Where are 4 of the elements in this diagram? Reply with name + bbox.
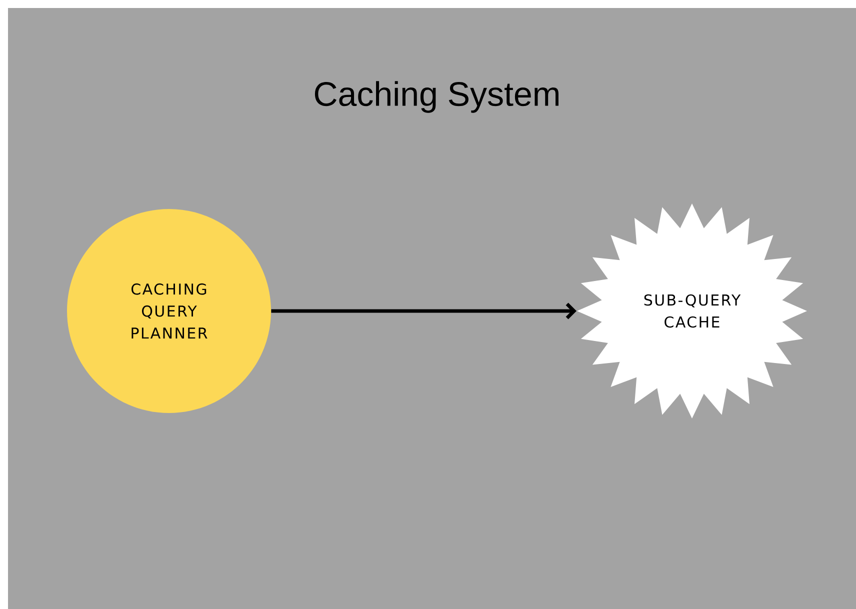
- circle-node: CACHING QUERY PLANNER: [67, 209, 271, 413]
- starburst-node: SUB-QUERY CACHE: [577, 204, 807, 418]
- title: Caching System: [314, 81, 558, 113]
- arrow: [271, 302, 577, 320]
